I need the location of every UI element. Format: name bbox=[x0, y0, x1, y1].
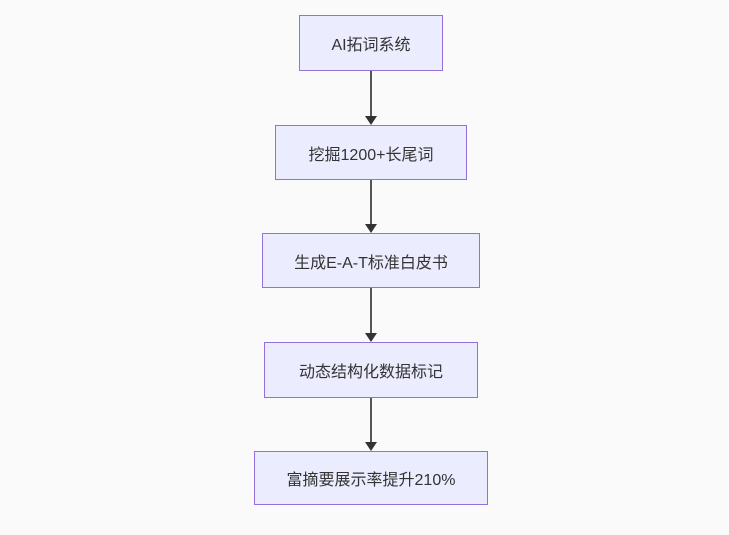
arrow-head-icon bbox=[365, 116, 377, 125]
node-ai-expansion-system: AI拓词系统 bbox=[299, 15, 443, 71]
node-label: AI拓词系统 bbox=[331, 37, 411, 54]
arrow-connector bbox=[364, 288, 378, 342]
node-label: 富摘要展示率提升210% bbox=[286, 472, 456, 489]
node-label: 动态结构化数据标记 bbox=[298, 364, 443, 381]
flowchart-column: AI拓词系统 挖掘1200+长尾词 生成E-A-T标准白皮书 动态结构化数据标记 bbox=[254, 15, 488, 505]
node-rich-snippet-rate: 富摘要展示率提升210% bbox=[254, 451, 488, 505]
node-label: 生成E-A-T标准白皮书 bbox=[294, 254, 448, 272]
arrow-connector bbox=[364, 180, 378, 233]
arrow-head-icon bbox=[365, 224, 377, 233]
arrow-connector bbox=[364, 71, 378, 125]
arrow-line bbox=[370, 180, 372, 226]
arrow-connector bbox=[364, 398, 378, 451]
arrow-head-icon bbox=[365, 333, 377, 342]
node-eat-whitepaper: 生成E-A-T标准白皮书 bbox=[262, 233, 480, 288]
node-structured-data-markup: 动态结构化数据标记 bbox=[264, 342, 478, 398]
arrow-line bbox=[370, 71, 372, 118]
node-longtail-keyword-mining: 挖掘1200+长尾词 bbox=[275, 125, 467, 180]
arrow-line bbox=[370, 398, 372, 444]
arrow-head-icon bbox=[365, 442, 377, 451]
node-label: 挖掘1200+长尾词 bbox=[308, 146, 434, 164]
arrow-line bbox=[370, 288, 372, 335]
